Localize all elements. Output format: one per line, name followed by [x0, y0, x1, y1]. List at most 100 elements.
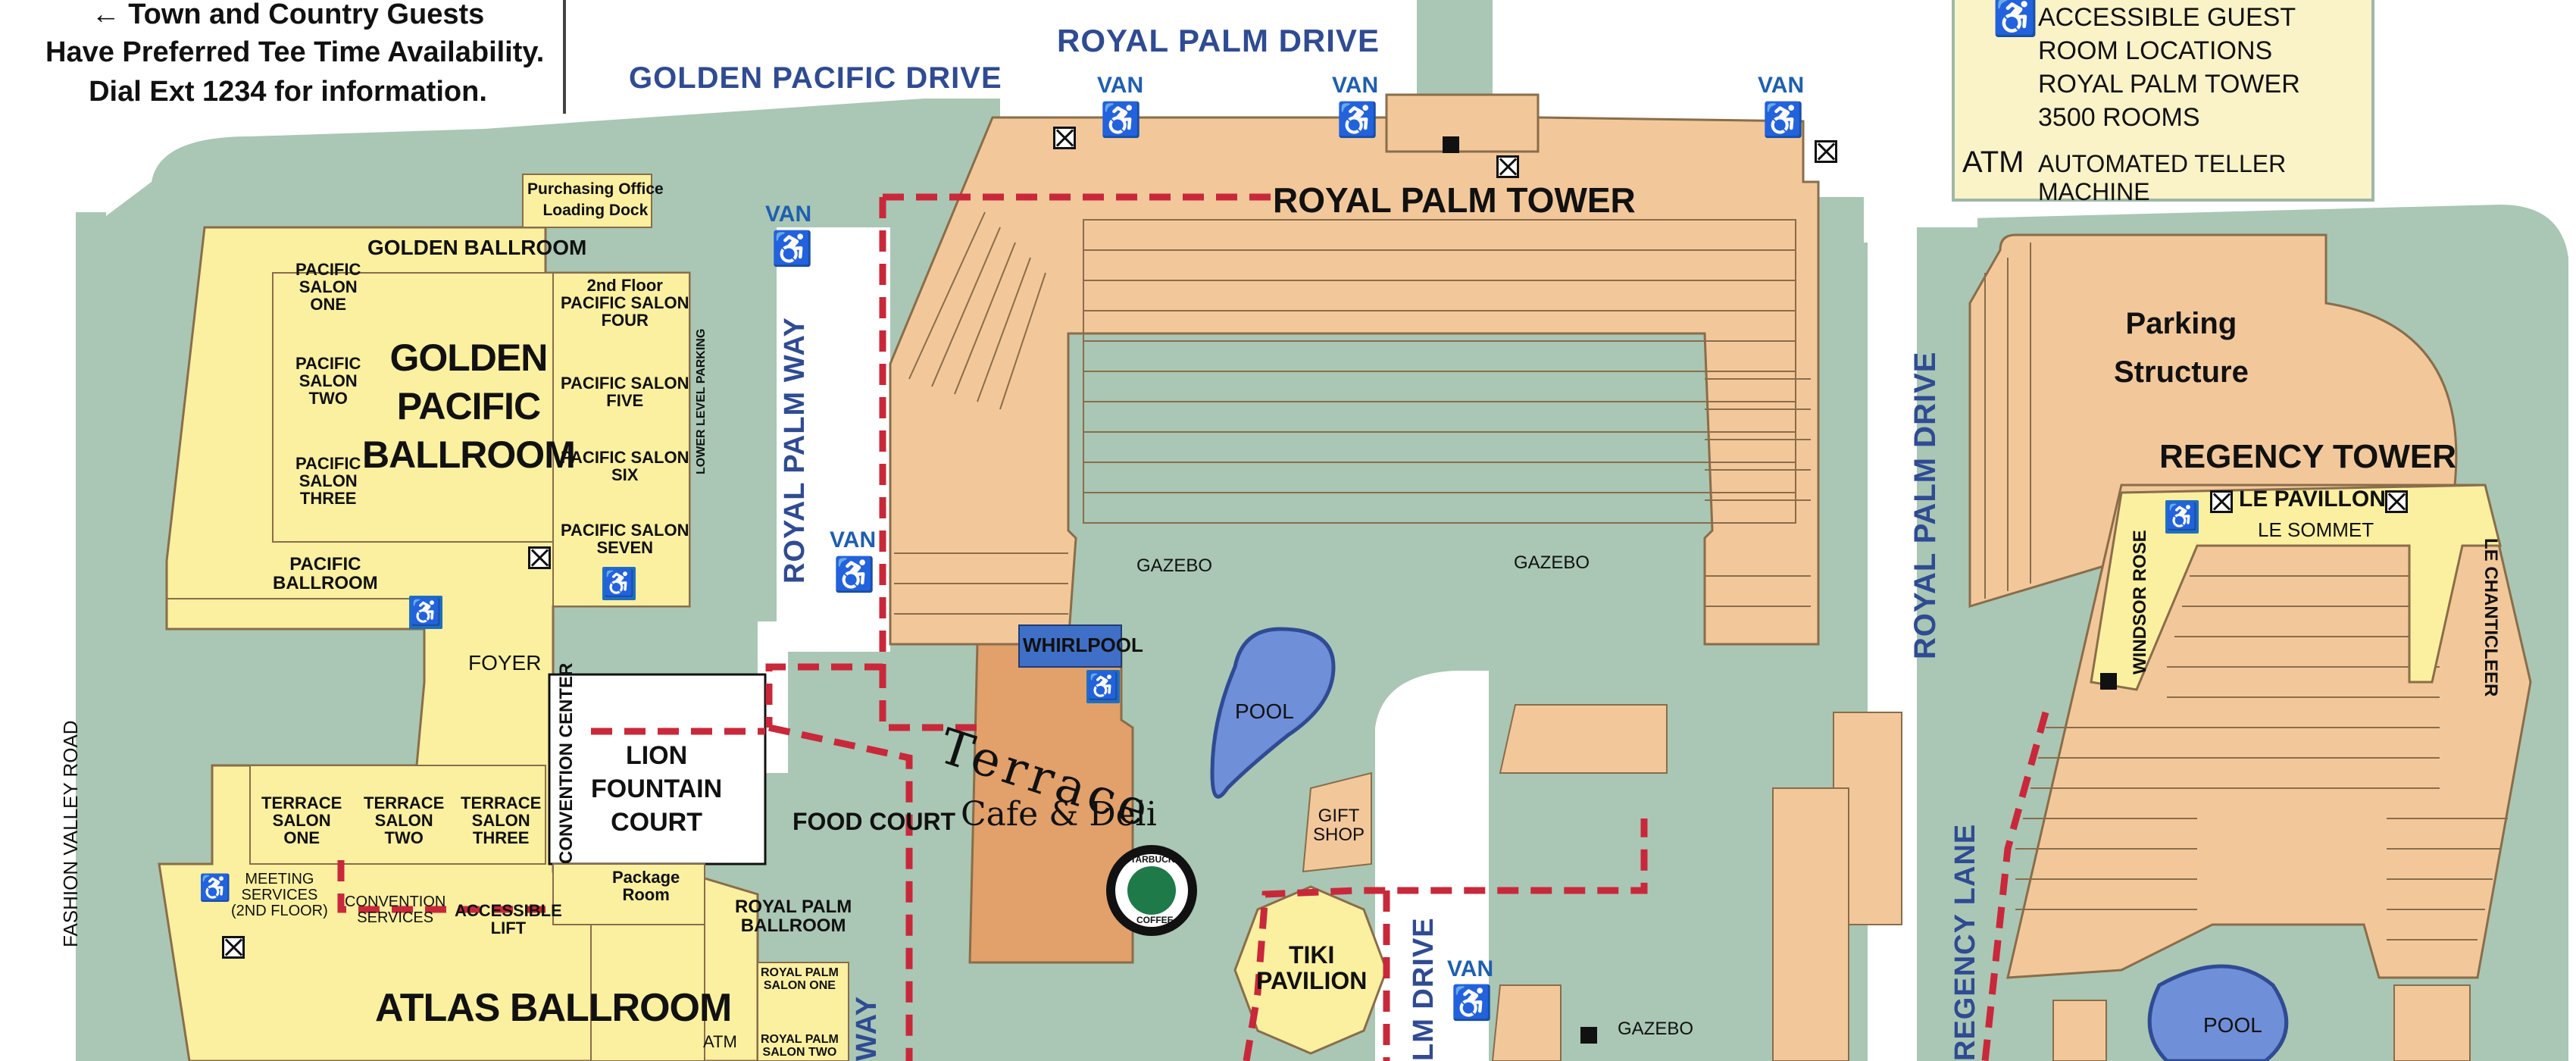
tee-time-notice-line1: ← Town and Country Guests [91, 0, 485, 30]
fashion-valley-road-label: FASHION VALLEY ROAD [59, 720, 82, 947]
package-room-label: Package Room [612, 868, 680, 905]
accessible-route [337, 193, 2049, 1061]
room-marker-icon [222, 936, 245, 959]
pool-right-label: POOL [2203, 1013, 2262, 1037]
royal-palm-salon-one-label: ROYAL PALM SALON ONE [761, 966, 839, 992]
accessible-lift-label: ACCESSIBLE LIFT [455, 901, 562, 938]
royal-palm-tower-label: ROYAL PALM TOWER [1273, 180, 1636, 220]
food-court-label: FOOD COURT [792, 808, 956, 835]
room-marker-icon [1053, 127, 1076, 149]
van-label: VAN [1447, 956, 1494, 981]
parking-structure-label: Parking Structure [2114, 307, 2249, 389]
accessible-icon: ♿ [1336, 102, 1378, 139]
pacific-salon-six-label: PACIFIC SALON SIX [561, 448, 689, 485]
foyer-label: FOYER [468, 651, 542, 674]
way-fragment-label: WAY [851, 995, 883, 1061]
pool-label: POOL [1235, 700, 1294, 723]
starbucks-logo-bottom: COFFEE [1136, 915, 1174, 925]
gazebo-label-bottom: GAZEBO [1618, 1019, 1694, 1039]
pacific-salon-four-label: 2nd Floor PACIFIC SALON FOUR [561, 276, 689, 330]
le-chanticleer-label: LE CHANTICLEER [2481, 538, 2501, 697]
convention-center [158, 174, 849, 1061]
royal-palm-way-label: ROYAL PALM WAY [779, 317, 811, 584]
accessible-icon: ♿ [833, 556, 875, 593]
pacific-salon-seven-label: PACIFIC SALON SEVEN [561, 521, 689, 558]
parking-structure [1968, 233, 2458, 609]
le-pavillon-label: LE PAVILLON [2239, 487, 2386, 512]
atm-marker-icon [1443, 136, 1459, 153]
golden-pacific-ballroom-label: GOLDEN PACIFIC BALLROOM [362, 336, 576, 476]
purchasing-office-label: Purchasing Office Loading Dock [527, 180, 664, 219]
room-marker-icon [2385, 490, 2408, 513]
windsor-rose-label: WINDSOR ROSE [2130, 530, 2150, 674]
accessible-icon: ♿ [1993, 0, 2038, 38]
van-label: VAN [830, 527, 877, 552]
accessible-icon: ♿ [1451, 984, 1493, 1022]
tee-time-notice-line2: Have Preferred Tee Time Availability. [45, 36, 545, 68]
terrace-cafe-building [968, 624, 1197, 964]
lower-level-parking-label: LOWER LEVEL PARKING [695, 328, 708, 474]
royal-palm-drive-top-label: ROYAL PALM DRIVE [1057, 23, 1380, 58]
atm-marker-icon [1580, 1027, 1597, 1044]
accessible-icon: ♿ [199, 874, 232, 903]
starbucks-logo-top: STARBUCKS [1124, 854, 1181, 865]
accessible-icon: ♿ [1086, 670, 1120, 703]
regency-lane-label: REGENCY LANE [1949, 823, 1981, 1061]
pacific-ballroom-label: PACIFIC BALLROOM [273, 554, 378, 594]
pacific-salon-five-label: PACIFIC SALON FIVE [561, 374, 689, 411]
room-marker-icon [1815, 140, 1837, 163]
accessible-icon: ♿ [2165, 500, 2199, 534]
legend-accessible-line2: ROOM LOCATIONS [2038, 36, 2273, 65]
van-label: VAN [765, 202, 812, 227]
gazebo-label-left: GAZEBO [1136, 556, 1213, 576]
room-marker-icon [528, 546, 551, 569]
pacific-salon-one-label: PACIFIC SALON ONE [295, 260, 361, 315]
golden-pacific-drive-label: GOLDEN PACIFIC DRIVE [629, 61, 1002, 95]
le-sommet-label: LE SOMMET [2258, 518, 2374, 541]
golden-ballroom-label: GOLDEN BALLROOM [367, 236, 587, 259]
royal-palm-drive-right-label: ROYAL PALM DRIVE [1909, 351, 1942, 659]
tee-time-notice-line3: Dial Ext 1234 for information. [89, 76, 487, 108]
whirlpool-label: WHIRLPOOL [1023, 634, 1143, 656]
terrace-salon-one-label: TERRACE SALON ONE [261, 793, 342, 848]
tiki-pavilion-label: TIKI PAVILION [1256, 941, 1368, 994]
regency-tower-label: REGENCY TOWER [2159, 438, 2456, 475]
atlas-ballroom-label: ATLAS BALLROOM [375, 986, 732, 1030]
legend-accessible-line3: ROYAL PALM TOWER [2038, 70, 2300, 99]
lion-fountain-court-label: LION FOUNTAIN COURT [591, 741, 723, 837]
van-label: VAN [1097, 73, 1144, 98]
van-label: VAN [1332, 73, 1379, 98]
accessible-icon: ♿ [602, 567, 636, 600]
legend-accessible-line4: 3500 ROOMS [2038, 103, 2200, 132]
meeting-services-label: MEETING SERVICES (2ND FLOOR) [231, 871, 328, 919]
legend-accessible-line1: ACCESSIBLE GUEST [2038, 3, 2296, 32]
lm-drive-label: LM DRIVE [1408, 917, 1440, 1061]
cafe-deli-label: Cafe & Deli [961, 795, 1157, 834]
royal-palm-tower [889, 93, 1820, 646]
legend-atm-symbol: ATM [1962, 146, 2024, 179]
room-marker-icon [2210, 490, 2233, 513]
accessible-icon: ♿ [409, 596, 442, 629]
atm-small-label: ATM [703, 1032, 737, 1051]
terrace-salon-two-label: TERRACE SALON TWO [364, 793, 445, 848]
convention-services-label: CONVENTION SERVICES [345, 894, 446, 926]
accessible-icon: ♿ [1100, 102, 1142, 139]
accessible-icon: ♿ [1762, 102, 1804, 139]
regency-tower [2006, 484, 2532, 979]
pools [1210, 627, 2471, 1061]
pacific-salon-three-label: PACIFIC SALON THREE [295, 454, 361, 509]
gazebo-label-right: GAZEBO [1514, 552, 1590, 573]
map-legend: ♿ ACCESSIBLE GUEST ROOM LOCATIONS ROYAL … [1952, 0, 2374, 205]
room-marker-icon [1496, 155, 1519, 178]
convention-center-label: CONVENTION CENTER [556, 662, 577, 864]
van-label: VAN [1758, 73, 1805, 98]
legend-atm-label: AUTOMATED TELLER MACHINE [2038, 150, 2287, 205]
terrace-salon-three-label: TERRACE SALON THREE [461, 793, 542, 848]
gift-shop-label: GIFT SHOP [1313, 806, 1365, 846]
royal-palm-salon-two-label: ROYAL PALM SALON TWO [761, 1033, 839, 1059]
accessible-icon: ♿ [771, 230, 813, 268]
atm-marker-icon [2100, 673, 2117, 690]
royal-palm-ballroom-label: ROYAL PALM BALLROOM [735, 897, 852, 937]
pacific-salon-two-label: PACIFIC SALON TWO [295, 354, 361, 408]
